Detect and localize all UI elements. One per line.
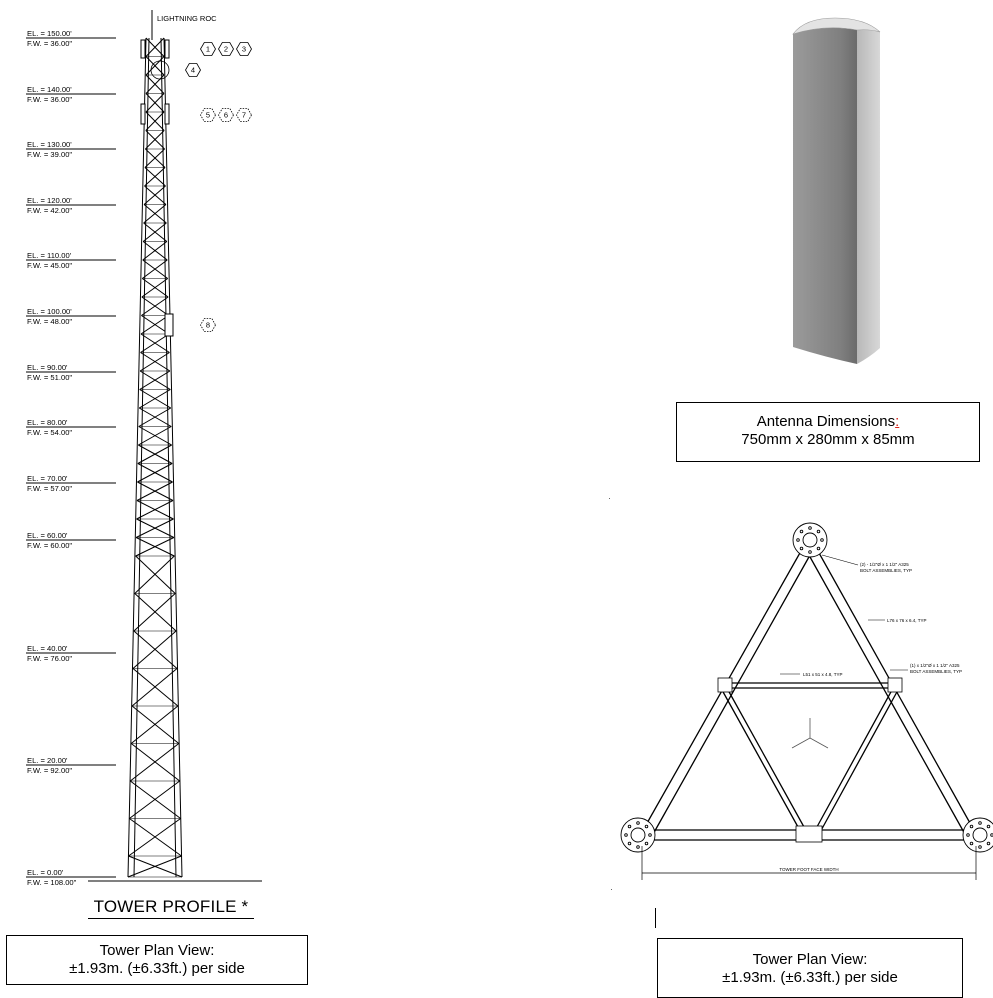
stray-dot-2 xyxy=(611,889,612,890)
callout-hexagon xyxy=(200,42,216,56)
elevation-label: EL. = 130.00' xyxy=(27,140,72,149)
tower-profile-drawing: EL. = 150.00'F.W. = 36.00"EL. = 140.00'F… xyxy=(26,10,262,887)
note-horizontal-angle: L51 x 51 x 4.8, TYP xyxy=(803,672,842,677)
tower-leg-right xyxy=(163,37,183,878)
antenna-render xyxy=(792,17,881,364)
callout-number: 5 xyxy=(206,111,210,120)
elevation-label: EL. = 70.00' xyxy=(27,474,68,483)
note-bolt-top: (2) - 1/2"Ø x 1 1/2" A325 xyxy=(860,562,909,567)
center-mark xyxy=(791,718,829,749)
antenna-mount-mid xyxy=(140,103,146,125)
antenna-side xyxy=(857,29,880,364)
dish-mount xyxy=(150,60,170,80)
callout-number: 1 xyxy=(206,45,210,54)
left-plan-view-caption: Tower Plan View: ±1.93m. (±6.33ft.) per … xyxy=(6,935,308,985)
left-caption-line1: Tower Plan View: xyxy=(99,942,215,959)
callout-number: 4 xyxy=(191,66,195,75)
text-cursor-mark xyxy=(655,908,656,928)
elevation-label: EL. = 110.00' xyxy=(27,251,72,260)
note-leg-angle: L76 x 76 x 6.4, TYP xyxy=(887,618,926,623)
callout-number: 8 xyxy=(206,321,210,330)
plan-inner-diagonal-left xyxy=(721,689,804,837)
callout-number: 6 xyxy=(224,111,228,120)
elevation-label: EL. = 40.00' xyxy=(27,644,68,653)
note-bolt-mid: (1) x 1/2"Ø x 1 1/2" A325 xyxy=(910,663,960,668)
face-width-label: F.W. = 108.00" xyxy=(27,878,77,887)
face-width-label: F.W. = 45.00" xyxy=(27,261,72,270)
tower-plan-view-drawing: TOWER FOOT FACE WIDTH (2) - 1/2"Ø x 1 1/… xyxy=(620,522,993,880)
antenna-mount-low xyxy=(164,313,174,337)
tower-profile-title: TOWER PROFILE * xyxy=(93,897,249,916)
callout-number: 3 xyxy=(242,45,246,54)
right-caption-line1: Tower Plan View: xyxy=(752,951,868,968)
note-bolt-mid-2: BOLT ASSEMBLIES, TYP xyxy=(910,669,962,674)
antenna-caption-line2: 750mm x 280mm x 85mm xyxy=(741,431,915,448)
face-width-label: F.W. = 36.00" xyxy=(27,39,72,48)
stray-dot-1 xyxy=(609,498,610,499)
callout-hexagon xyxy=(236,108,252,122)
elevation-label: EL. = 60.00' xyxy=(27,531,68,540)
face-width-label: F.W. = 92.00" xyxy=(27,766,72,775)
antenna-face xyxy=(793,27,857,364)
callout-hexagon xyxy=(185,63,201,77)
right-caption-line2: ±1.93m. (±6.33ft.) per side xyxy=(722,969,898,986)
callout-hexagon xyxy=(200,318,216,332)
elevation-label: EL. = 120.00' xyxy=(27,196,72,205)
antenna-mount-top xyxy=(140,39,146,59)
elevation-label: EL. = 140.00' xyxy=(27,85,72,94)
plan-inner-diagonal-right xyxy=(817,689,899,837)
callout-number: 7 xyxy=(242,111,246,120)
callout-hexagon xyxy=(200,108,216,122)
elevation-label: EL. = 20.00' xyxy=(27,756,68,765)
lightning-rod-label: LIGHTNING ROC xyxy=(157,14,217,23)
face-width-label: F.W. = 36.00" xyxy=(27,95,72,104)
face-width-label: F.W. = 51.00" xyxy=(27,373,72,382)
face-width-label: F.W. = 54.00" xyxy=(27,428,72,437)
elevation-label: EL. = 100.00' xyxy=(27,307,72,316)
tower-leg-left xyxy=(127,37,147,878)
callout-hexagon xyxy=(218,42,234,56)
face-width-label: TOWER FOOT FACE WIDTH xyxy=(779,867,838,872)
face-width-label: F.W. = 48.00" xyxy=(27,317,72,326)
callout-hexagon xyxy=(236,42,252,56)
face-width-label: F.W. = 60.00" xyxy=(27,541,72,550)
base-plate xyxy=(962,817,993,853)
base-plate xyxy=(792,522,828,558)
note-bolt-top-2: BOLT ASSEMBLIES, TYP xyxy=(860,568,912,573)
base-plate xyxy=(620,817,656,853)
face-width-label: F.W. = 42.00" xyxy=(27,206,72,215)
title-underline xyxy=(88,918,254,919)
face-width-label: F.W. = 39.00" xyxy=(27,150,72,159)
elevation-label: EL. = 150.00' xyxy=(27,29,72,38)
elevation-label: EL. = 80.00' xyxy=(27,418,68,427)
caption-colon: : xyxy=(895,413,900,430)
right-plan-view-caption: Tower Plan View: ±1.93m. (±6.33ft.) per … xyxy=(657,938,963,998)
face-width-label: F.W. = 76.00" xyxy=(27,654,72,663)
callout-number: 2 xyxy=(224,45,228,54)
face-width-label: F.W. = 57.00" xyxy=(27,484,72,493)
left-caption-line2: ±1.93m. (±6.33ft.) per side xyxy=(69,960,245,977)
antenna-dimensions-caption: Antenna Dimensions: 750mm x 280mm x 85mm xyxy=(676,402,980,462)
elevation-label: EL. = 0.00' xyxy=(27,868,64,877)
callout-hexagon xyxy=(218,108,234,122)
antenna-top xyxy=(792,17,881,35)
elevation-label: EL. = 90.00' xyxy=(27,363,68,372)
antenna-caption-line1: Antenna Dimensions: xyxy=(756,413,900,430)
